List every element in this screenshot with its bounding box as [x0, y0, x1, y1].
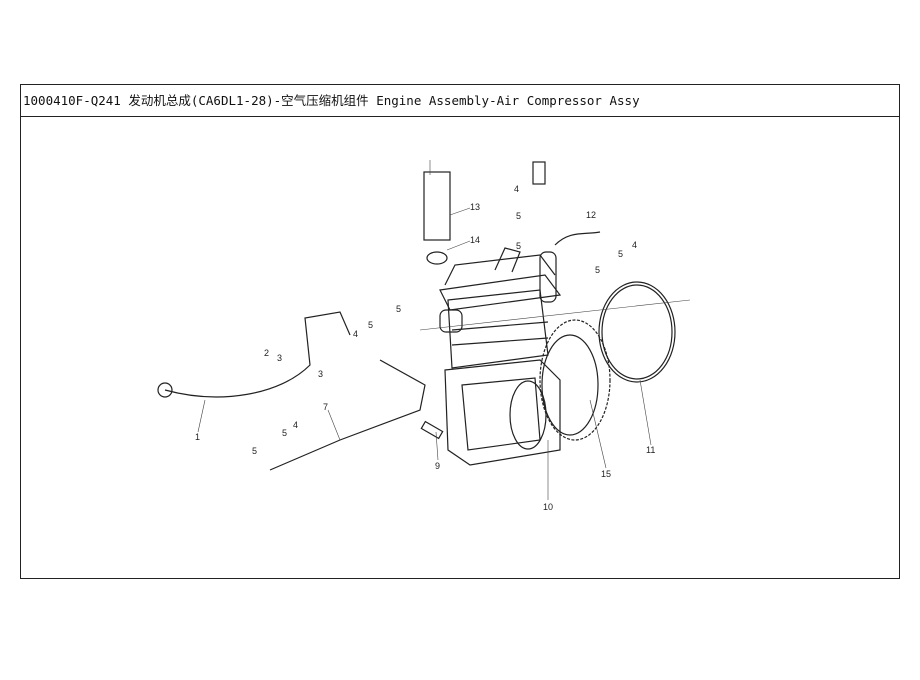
pipe-sleeve: [423, 171, 451, 265]
callout-13: 13: [470, 202, 480, 212]
gear: [539, 319, 611, 441]
callout-9: 9: [435, 461, 440, 471]
callout-11: 11: [646, 445, 655, 455]
callout-10: 10: [543, 502, 553, 512]
callout-4: 4: [293, 420, 298, 430]
diagram-frame: 1000410F-Q241 发动机总成(CA6DL1-28)-空气压缩机组件 E…: [20, 84, 900, 579]
callout-5: 5: [282, 428, 287, 438]
callout-4: 4: [514, 184, 519, 194]
callout-5: 5: [396, 304, 401, 314]
callout-5: 5: [252, 446, 257, 456]
callout-5: 5: [368, 320, 373, 330]
callout-labels: 13 14 4 5 12 5 4 5 5 5 4 5 2 3 3 1 7 4 5…: [195, 184, 655, 512]
callout-5: 5: [516, 211, 521, 221]
callout-7: 7: [323, 402, 328, 412]
callout-5: 5: [595, 265, 600, 275]
callout-3: 3: [277, 353, 282, 363]
pipe-7: [269, 359, 426, 471]
pipe-1: [164, 311, 351, 398]
callout-2: 2: [264, 348, 269, 358]
callout-12: 12: [586, 210, 596, 220]
callout-4: 4: [632, 240, 637, 250]
callout-5: 5: [618, 249, 623, 259]
callout-15: 15: [601, 469, 611, 479]
pipe-12: [554, 231, 601, 246]
o-ring: [598, 281, 676, 383]
callout-4: 4: [353, 329, 358, 339]
callout-3: 3: [318, 369, 323, 379]
compressor-body: [439, 247, 562, 466]
diagram-title: 1000410F-Q241 发动机总成(CA6DL1-28)-空气压缩机组件 E…: [21, 85, 899, 117]
callout-1: 1: [195, 432, 200, 442]
callout-14: 14: [470, 235, 480, 245]
callout-5: 5: [516, 241, 521, 251]
